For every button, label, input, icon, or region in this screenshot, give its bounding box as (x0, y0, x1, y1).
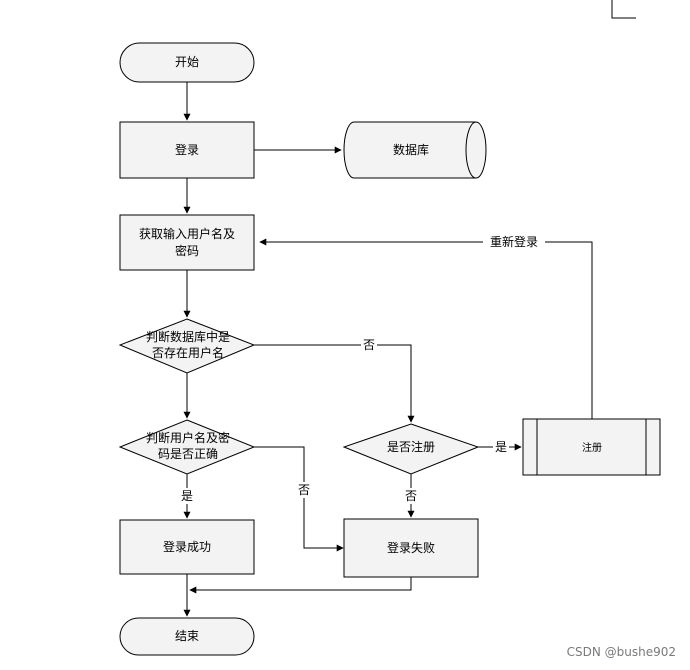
svg-text:判断数据库中是: 判断数据库中是 (146, 329, 230, 344)
edge-label-user-no: 否 (361, 337, 377, 353)
svg-text:密码: 密码 (175, 243, 199, 258)
svg-text:是否注册: 是否注册 (387, 439, 435, 454)
svg-text:登录: 登录 (175, 142, 199, 157)
node-ask-register: 是否注册 (342, 423, 480, 475)
svg-text:否: 否 (363, 338, 375, 352)
edge-label-register-no: 否 (403, 488, 419, 504)
node-check-user: 判断数据库中是 否存在用户名 (118, 318, 256, 374)
svg-text:数据库: 数据库 (393, 142, 429, 157)
node-check-password: 判断用户名及密 码是否正确 (118, 419, 256, 475)
node-start: 开始 (119, 42, 255, 83)
edge-fail-end (189, 577, 412, 594)
svg-text:结束: 结束 (175, 629, 199, 643)
node-register: 注册 (522, 418, 661, 476)
edge-label-pwd-yes: 是 (179, 488, 195, 504)
svg-text:否: 否 (405, 489, 417, 503)
node-login-fail: 登录失败 (343, 518, 479, 578)
svg-text:是: 是 (495, 440, 507, 454)
node-database: 数据库 (343, 121, 487, 179)
node-login: 登录 (119, 121, 255, 179)
svg-text:登录成功: 登录成功 (163, 539, 211, 554)
svg-text:登录失败: 登录失败 (387, 540, 435, 555)
svg-text:否: 否 (298, 483, 310, 497)
svg-text:获取输入用户名及: 获取输入用户名及 (139, 226, 235, 241)
edge-label-pwd-no: 否 (296, 482, 312, 498)
edge-register-relogin (259, 238, 593, 419)
node-get-input: 获取输入用户名及 密码 (119, 214, 255, 271)
svg-text:注册: 注册 (582, 441, 602, 454)
watermark-text: CSDN @bushe902 (567, 645, 676, 659)
svg-text:重新登录: 重新登录 (490, 234, 538, 249)
svg-text:判断用户名及密: 判断用户名及密 (146, 430, 230, 445)
node-login-success: 登录成功 (119, 519, 255, 575)
svg-text:码是否正确: 码是否正确 (158, 447, 218, 461)
node-end: 结束 (119, 617, 255, 656)
edge-label-relogin: 重新登录 (483, 234, 545, 250)
edge-label-register-yes: 是 (493, 439, 509, 455)
svg-text:否存在用户名: 否存在用户名 (152, 345, 224, 360)
svg-text:是: 是 (181, 489, 193, 503)
corner-mark (611, 0, 636, 19)
svg-text:开始: 开始 (175, 55, 199, 69)
edge-checkuser-no (254, 344, 415, 423)
